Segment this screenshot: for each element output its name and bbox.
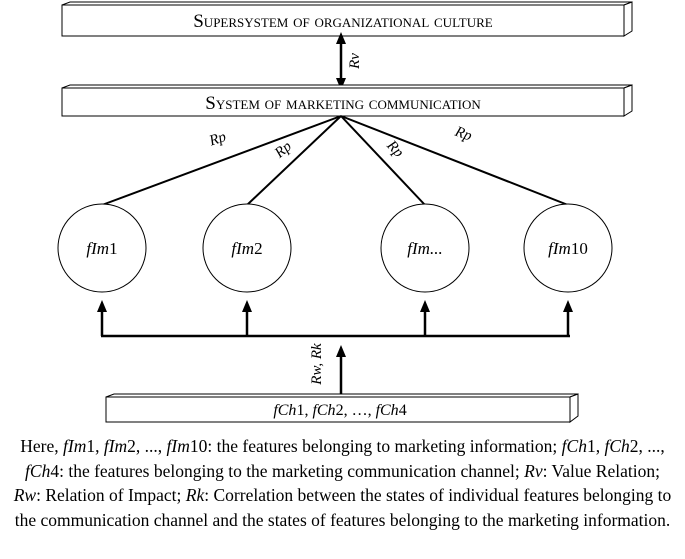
diagram-canvas: Supersystem of organizational culture Rv… bbox=[57, 1, 633, 423]
caption-segment-italic: Rk bbox=[185, 485, 205, 505]
caption-segment: 1, bbox=[586, 436, 605, 456]
rp-line-2 bbox=[246, 115, 342, 206]
channel-label: fCh1, fCh2, …, fCh4 bbox=[273, 402, 406, 419]
caption-segment-italic: fIm bbox=[166, 436, 190, 456]
caption-segment-italic: fCh bbox=[25, 460, 51, 481]
rp-line-3 bbox=[340, 115, 426, 206]
rp-line-4 bbox=[340, 115, 569, 206]
caption-segment-italic: fCh bbox=[604, 436, 630, 456]
caption-segment: : Correlation between the states of indi… bbox=[14, 485, 672, 530]
caption-segment: 2, ..., bbox=[127, 436, 167, 456]
caption-segment-italic: fCh bbox=[561, 436, 587, 456]
channel-item-1-prefix: fCh bbox=[273, 402, 296, 419]
channel-ellipsis: … bbox=[352, 402, 368, 419]
feature-node-4-prefix: fIm bbox=[548, 239, 571, 258]
channel-item-3-suffix: 4 bbox=[399, 402, 407, 419]
caption-segment: Here, bbox=[20, 436, 64, 456]
feature-node-1-prefix: fIm bbox=[86, 239, 109, 258]
channel-item-2-suffix: 2 bbox=[336, 402, 344, 419]
supersystem-box: Supersystem of organizational culture bbox=[61, 1, 633, 37]
caption-segment-italic: fIm bbox=[103, 436, 128, 456]
svg-text:fIm2: fIm2 bbox=[231, 239, 262, 258]
caption-segment: : Relation of Impact; bbox=[36, 485, 186, 505]
caption-segment: 10: the features belonging to marketing … bbox=[189, 436, 562, 456]
feature-node-1: fIm1 bbox=[57, 203, 147, 293]
svg-text:fIm10: fIm10 bbox=[548, 239, 588, 258]
feature-node-3: fIm... bbox=[380, 203, 470, 293]
caption-segment-italic: Rv bbox=[524, 460, 543, 481]
caption-segment: : Value Relation; bbox=[542, 460, 660, 481]
feature-node-2: fIm2 bbox=[202, 203, 292, 293]
rp-label-1: Rp bbox=[206, 129, 228, 150]
channel-item-2-prefix: fCh bbox=[312, 402, 335, 419]
figure-caption: Here, fIm1, fIm2, ..., fIm10: the featur… bbox=[10, 434, 675, 532]
feature-node-2-suffix: 2 bbox=[254, 239, 263, 258]
feature-node-2-prefix: fIm bbox=[231, 239, 254, 258]
feature-node-4-suffix: 10 bbox=[571, 239, 588, 258]
channel-separator-1: , bbox=[304, 402, 312, 419]
rw-rk-label: Rw, Rk bbox=[309, 343, 325, 386]
supersystem-label: Supersystem of organizational culture bbox=[193, 11, 493, 32]
channel-separator-2: , bbox=[344, 402, 352, 419]
feature-node-1-suffix: 1 bbox=[109, 239, 118, 258]
svg-text:fIm1: fIm1 bbox=[86, 239, 117, 258]
rp-line-1 bbox=[101, 115, 342, 206]
channel-item-3-prefix: fCh bbox=[376, 402, 399, 419]
svg-text:fIm...: fIm... bbox=[407, 239, 442, 258]
channel-item-1-suffix: 1 bbox=[296, 402, 304, 419]
feature-node-4: fIm10 bbox=[523, 203, 613, 293]
rv-label: Rv bbox=[347, 53, 363, 70]
caption-segment-italic: fIm bbox=[63, 436, 87, 456]
rp-label-4: Rp bbox=[452, 124, 475, 145]
caption-segment: 2, ..., bbox=[629, 436, 665, 456]
channel-box: fCh1, fCh2, …, fCh4 bbox=[105, 393, 579, 423]
caption-segment-italic: Rw bbox=[13, 485, 37, 505]
channel-separator-3: , bbox=[368, 402, 376, 419]
system-box: System of marketing communication bbox=[61, 84, 633, 117]
caption-segment: 4: the features belonging to the marketi… bbox=[50, 460, 525, 481]
feature-node-3-suffix: ... bbox=[430, 239, 443, 258]
system-label: System of marketing communication bbox=[205, 93, 481, 114]
caption-segment: 1, bbox=[86, 436, 104, 456]
feature-node-3-prefix: fIm bbox=[407, 239, 430, 258]
